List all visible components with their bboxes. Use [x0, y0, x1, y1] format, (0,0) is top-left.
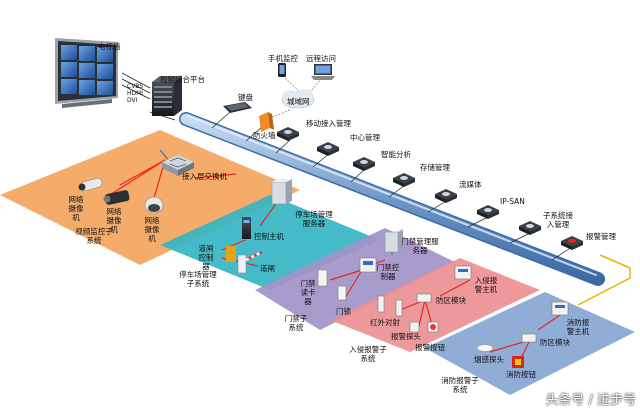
- node-label-subsystem-access: 子系统接入管理: [543, 211, 573, 229]
- node-device-icon: [519, 221, 541, 235]
- zone-module-icon: [521, 333, 537, 343]
- access-server-label: 门禁管理服务器: [401, 237, 439, 255]
- fire-zone: [425, 292, 635, 395]
- node-device-icon: [477, 205, 499, 219]
- fire-subsystem-name: 消防报警子系统: [441, 376, 479, 394]
- node-device-icon: [317, 142, 339, 156]
- fire-button-icon: [512, 356, 524, 368]
- server-icon: [384, 229, 403, 253]
- gate-label: 道闸: [260, 264, 275, 273]
- node-device-icon: [393, 173, 415, 187]
- intrusion-host-label: 入侵报警主机: [474, 276, 498, 294]
- parking-zone: [160, 195, 380, 290]
- gate-controller-label: 道闸控制器: [198, 244, 214, 271]
- video-platform-icon: [152, 76, 182, 116]
- video-wall-label: 电视墙: [98, 42, 121, 51]
- smoke-detector-label: 烟感探头: [474, 355, 504, 364]
- node-label-streaming: 流媒体: [459, 180, 482, 189]
- intrusion-zone-module-label: 防区模块: [436, 296, 466, 305]
- intrusion-zone: [330, 258, 540, 352]
- motion-detector-icon: [409, 321, 420, 333]
- intrusion-subsystem-name: 入侵报警子系统: [349, 345, 387, 363]
- video-subsystem-name: 视频监控子系统: [75, 227, 113, 245]
- node-label-center-mgmt: 中心管理: [350, 133, 380, 142]
- node-label-intelligent-analysis: 智能分析: [381, 150, 411, 159]
- mobile-monitor-label: 手机监控: [268, 54, 298, 63]
- door-lock-icon: [337, 285, 347, 301]
- node-device-icon: [561, 236, 583, 250]
- wan-label: 城域网: [287, 97, 310, 106]
- door-lock-label: 门锁: [336, 307, 351, 316]
- signal-hdmi-label: HDMI: [127, 90, 144, 97]
- camera-icon: [144, 196, 164, 214]
- video-wall-icon: [55, 38, 118, 108]
- remote-access-label: 远程访问: [306, 54, 336, 63]
- fire-host-label: 消防报警主机: [566, 318, 590, 336]
- ir-beam-icon: [377, 295, 403, 317]
- node-label-mobile-access: 移动接入管理: [306, 119, 351, 128]
- wan-cloud-icon: [281, 89, 315, 109]
- alarm-button-icon: [427, 321, 439, 333]
- parking-subsystem-name: 停车场管理子系统: [179, 270, 217, 288]
- camera-icon: [78, 177, 103, 192]
- control-host-icon: [242, 217, 251, 239]
- node-label-storage-mgmt: 存储管理: [420, 163, 450, 172]
- card-reader-label: 门禁读卡器: [300, 279, 316, 306]
- access-switch-label: 接入层交换机: [182, 172, 227, 181]
- firewall-label: 防火墙: [253, 131, 276, 140]
- node-label-ip-san: IP-SAN: [500, 197, 525, 206]
- node-device-icon: [353, 157, 375, 171]
- access-subsystem-name: 门禁子系统: [284, 314, 308, 332]
- video-platform-label: 视频综合平台: [160, 75, 205, 84]
- barrier-gate-icon: [237, 250, 263, 274]
- keyboard-icon: [223, 102, 252, 113]
- fire-button-label: 消防按钮: [506, 370, 536, 379]
- smoke-detector-icon: [476, 344, 494, 352]
- backbone-node-icons: [277, 127, 583, 250]
- mobile-phone-icon: [278, 63, 286, 77]
- network-backbone: [179, 112, 605, 286]
- fire-zone-module-label: 防区模块: [540, 338, 570, 347]
- node-label-alarm-mgmt: 报警管理: [586, 232, 616, 241]
- server-icon: [271, 179, 292, 205]
- node-device-icon: [277, 127, 299, 141]
- watermark: 头条号 / 进步号: [545, 393, 636, 408]
- parking-server-label: 停车场管理服务器: [295, 210, 333, 228]
- node-device-icon: [435, 189, 457, 203]
- camera-3-label: 网络摄像机: [144, 216, 160, 243]
- firewall-icon: [259, 112, 274, 132]
- access-controller-icon: [359, 257, 377, 273]
- intrusion-host-icon: [454, 265, 472, 280]
- access-controller-label: 门禁控制器: [376, 263, 400, 281]
- camera-icon: [103, 190, 130, 205]
- card-reader-icon: [317, 269, 328, 287]
- ir-beam-label: 红外对射: [370, 318, 400, 327]
- control-host-label: 控制主机: [254, 232, 284, 241]
- keyboard-label: 键盘: [238, 93, 253, 102]
- access-zone: [255, 228, 455, 330]
- alarm-button-label: 报警按钮: [415, 343, 445, 352]
- signal-cvbs-label: CVBS: [127, 83, 144, 90]
- fire-host-icon: [551, 301, 569, 316]
- camera-2-label: 网络摄像机: [106, 207, 122, 234]
- access-switch-icon: [162, 155, 194, 176]
- gate-controller-icon: [226, 246, 236, 262]
- camera-1-label: 网络摄像机: [68, 195, 84, 222]
- zone-module-icon: [416, 293, 432, 303]
- signal-dvi-label: DVI: [127, 97, 138, 104]
- detector-label: 报警探头: [391, 332, 421, 341]
- laptop-icon: [311, 64, 335, 80]
